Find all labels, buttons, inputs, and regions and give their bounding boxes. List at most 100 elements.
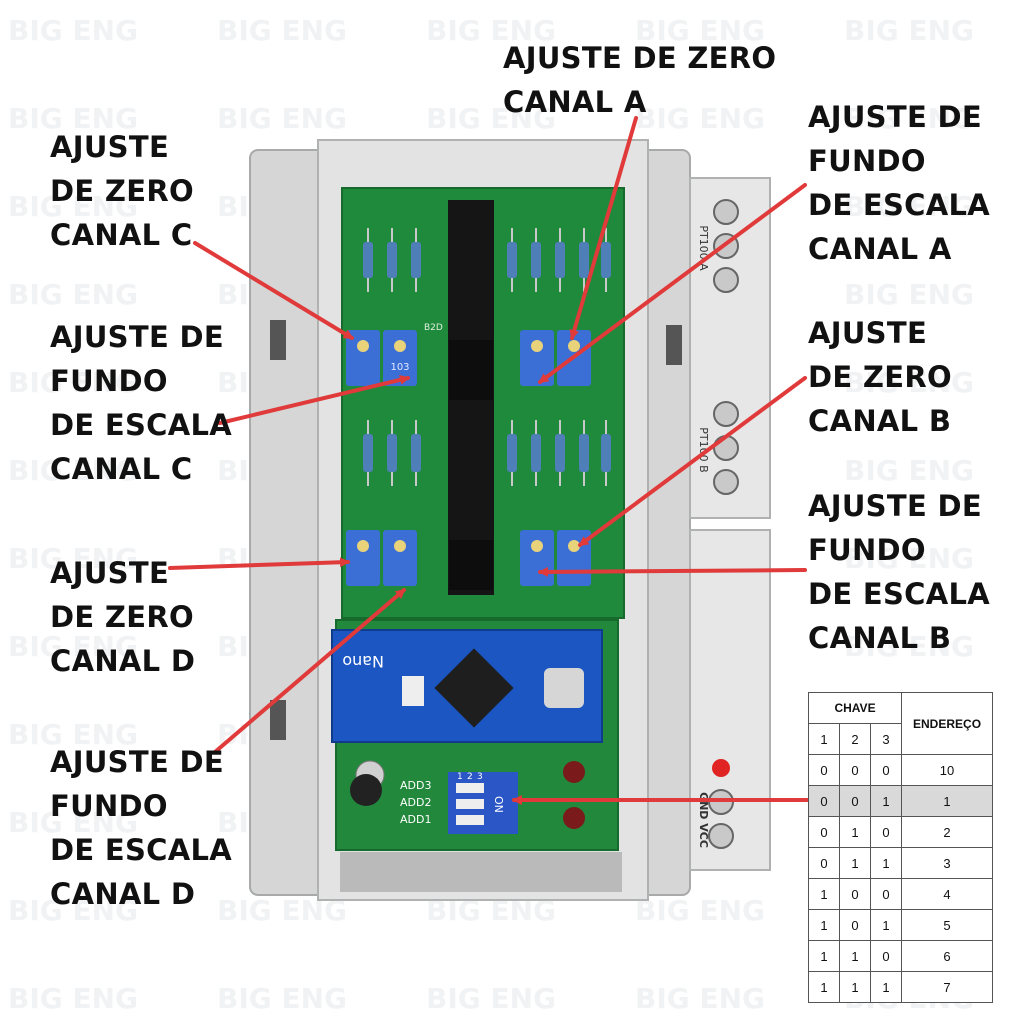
resistor-body xyxy=(363,242,373,278)
arrow-zero-b xyxy=(578,376,807,547)
trimmer-fundo-c xyxy=(383,330,417,386)
trimmer-zero-c xyxy=(346,330,380,386)
watermark-text: BIG ENG xyxy=(217,14,347,47)
power-label: GND VCC xyxy=(697,792,710,848)
watermark-text: BIG ENG xyxy=(8,718,138,751)
resistor-body xyxy=(507,242,517,278)
watermark-text: BIG ENG xyxy=(844,102,974,135)
watermark-text: BIG ENG xyxy=(844,278,974,311)
addr-label-add3: ADD3 xyxy=(400,779,431,792)
arrow-fundo-a xyxy=(538,183,807,384)
switch-number-2: 2 xyxy=(839,723,871,755)
address-section: ON 1 2 3 ADD3 ADD2 ADD1 xyxy=(340,760,622,892)
dip-on-label: ON xyxy=(492,796,505,813)
dip-number-2: 2 xyxy=(467,772,473,782)
usb-c-port xyxy=(544,668,584,708)
arduino-nano: Nano xyxy=(331,629,603,743)
switch-number-3: 3 xyxy=(869,723,903,755)
watermark-text: BIG ENG xyxy=(635,982,765,1015)
addr-label-add2: ADD2 xyxy=(400,796,431,809)
resistor-body xyxy=(387,434,397,472)
watermark-text: BIG ENG xyxy=(8,894,138,927)
watermark-text: BIG ENG xyxy=(8,366,138,399)
watermark-text: BIG ENG xyxy=(844,630,974,663)
dip-number-3: 3 xyxy=(477,772,483,782)
watermark-text: BIG ENG xyxy=(217,102,347,135)
watermark-text: BIG ENG xyxy=(635,894,765,927)
switch-number-1: 1 xyxy=(808,723,840,755)
arrow-zero-c xyxy=(193,241,354,340)
resistor-body xyxy=(411,434,421,472)
watermark-text: BIG ENG xyxy=(844,190,974,223)
resistor-body xyxy=(555,434,565,472)
watermark-text: BIG ENG xyxy=(8,806,138,839)
resistor-body xyxy=(601,434,611,472)
watermark-text: BIG ENG xyxy=(217,982,347,1015)
table-header-row: CHAVE ENDEREÇO xyxy=(807,692,994,755)
watermark-text: BIG ENG xyxy=(635,102,765,135)
watermark-text: BIG ENG xyxy=(844,14,974,47)
arrow-fundo-b xyxy=(538,566,807,577)
watermark-text: BIG ENG xyxy=(426,982,556,1015)
arrow-zero-d xyxy=(168,557,350,570)
trimmer-text: 103 xyxy=(390,362,409,373)
resistor-body xyxy=(555,242,565,278)
header-chave: CHAVE xyxy=(807,692,903,724)
header-endereco: ENDEREÇO xyxy=(901,692,994,755)
table-subheader-row: 1 2 3 xyxy=(808,723,993,755)
chip-label: B2D xyxy=(424,323,443,333)
watermark-text: BIG ENG xyxy=(844,454,974,487)
resistor-body xyxy=(387,242,397,278)
watermark-text: BIG ENG xyxy=(844,366,974,399)
resistor-body xyxy=(363,434,373,472)
connector-b-label: PT100 B xyxy=(697,427,710,472)
arrow-zero-a xyxy=(569,116,638,340)
trimmer-zero-d xyxy=(346,530,380,586)
resistor-body xyxy=(579,242,589,278)
callout-arrows xyxy=(168,116,810,805)
resistor-body xyxy=(531,434,541,472)
resistor-body xyxy=(507,434,517,472)
trimmer-fundo-a xyxy=(520,330,554,386)
watermark-text: BIG ENG xyxy=(8,190,138,223)
watermark-text: BIG ENG xyxy=(8,454,138,487)
resistor-body xyxy=(531,242,541,278)
watermark-text: BIG ENG xyxy=(8,982,138,1015)
watermark-text: BIG ENG xyxy=(8,102,138,135)
pcb-board xyxy=(335,187,625,851)
resistor-body xyxy=(411,242,421,278)
watermark-text: BIG ENG xyxy=(635,14,765,47)
watermark-text: BIG ENG xyxy=(8,14,138,47)
watermark-text: BIG ENG xyxy=(426,14,556,47)
watermark-text: BIG ENG xyxy=(8,278,138,311)
watermark-text: BIG ENG xyxy=(844,542,974,575)
dip-number-1: 1 xyxy=(457,772,463,782)
watermark-text: BIG ENG xyxy=(8,630,138,663)
resistor-body xyxy=(601,242,611,278)
watermark-text: BIG ENG xyxy=(426,102,556,135)
arrow-fundo-c xyxy=(218,374,410,425)
watermark-text: BIG ENG xyxy=(8,542,138,575)
resistor-body xyxy=(579,434,589,472)
addr-label-add1: ADD1 xyxy=(400,813,431,826)
trimmer-fundo-d xyxy=(383,530,417,586)
resistor-array xyxy=(363,228,611,486)
trimmer-fundo-b xyxy=(520,530,554,586)
